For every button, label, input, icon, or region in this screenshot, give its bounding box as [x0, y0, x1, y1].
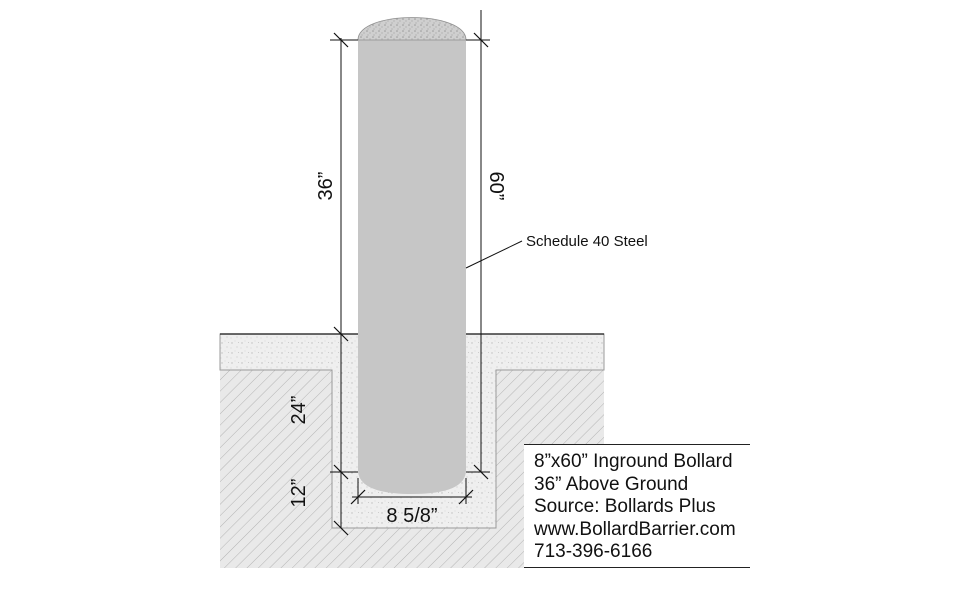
dim-tick-width-right: [458, 489, 474, 505]
bollard-dome-cap: [357, 17, 467, 41]
dim-label-12: 12”: [288, 479, 310, 508]
dim-tick-width-left: [350, 489, 366, 505]
bollard-pipe: [358, 40, 466, 494]
dim-tick-60-top: [473, 32, 489, 48]
callout-leader: [465, 240, 523, 269]
dim-tick-12-bottom: [333, 520, 349, 536]
dim-tick-36-top: [333, 32, 349, 48]
dim-label-24: 24”: [288, 396, 310, 425]
dim-label-width: 8 5/8”: [386, 505, 437, 527]
dim-label-36: 36”: [315, 172, 337, 201]
title-block-line-product: 8”x60” Inground Bollard: [534, 451, 733, 472]
title-block: 8”x60” Inground Bollard 36” Above Ground…: [524, 444, 750, 568]
callout-material-label: Schedule 40 Steel: [526, 233, 648, 250]
title-block-line-website: www.BollardBarrier.com: [534, 518, 736, 540]
title-block-line-phone: 713-396-6166: [534, 541, 653, 562]
title-block-line-height: 36” Above Ground: [534, 473, 689, 495]
title-block-line-source: Source: Bollards Plus: [534, 496, 716, 517]
dim-label-60: 60”: [485, 172, 507, 201]
